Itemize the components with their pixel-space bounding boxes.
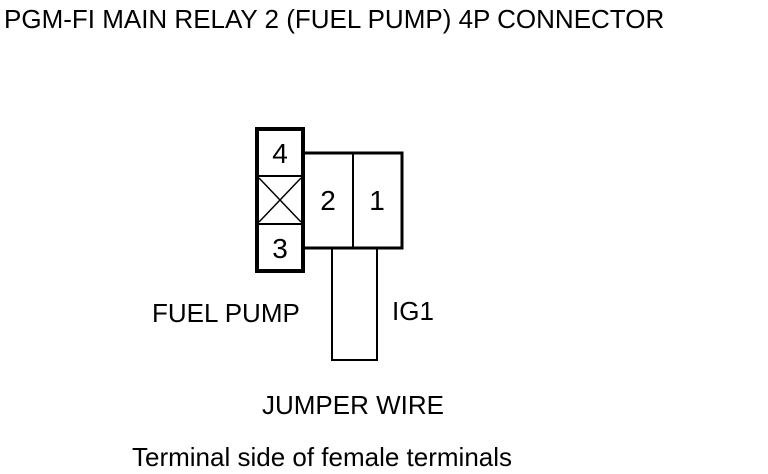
pin-4-label: 4 (272, 138, 288, 169)
unused-cavity-cross (258, 177, 302, 223)
pin-1-label: 1 (369, 185, 385, 216)
pin-3-label: 3 (272, 233, 288, 264)
jumper-wire-label: JUMPER WIRE (262, 390, 444, 420)
diagram-caption: Terminal side of female terminals (132, 442, 513, 472)
jumper-wire (331, 249, 378, 361)
fuel-pump-label: FUEL PUMP (152, 298, 300, 328)
ig1-label: IG1 (392, 296, 434, 326)
diagram-title: PGM-FI MAIN RELAY 2 (FUEL PUMP) 4P CONNE… (4, 4, 665, 34)
pin-2-label: 2 (320, 185, 336, 216)
